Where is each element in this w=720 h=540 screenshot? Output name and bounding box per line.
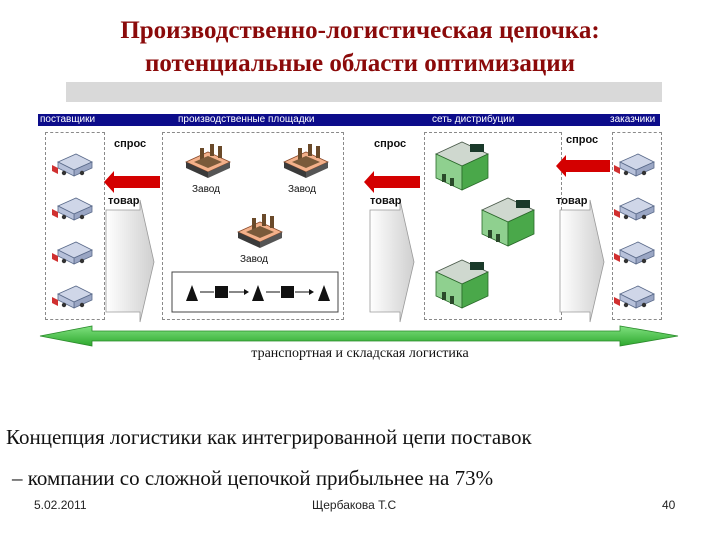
goods-arrow-1 xyxy=(105,199,155,323)
factory-icon xyxy=(237,213,283,249)
goods-label-2: товар xyxy=(370,195,402,207)
production-zone xyxy=(162,132,344,320)
column-label-customers: заказчики xyxy=(610,114,656,125)
customers-zone xyxy=(612,132,662,320)
demand-arrow-3 xyxy=(556,155,610,177)
demand-label-1: спрос xyxy=(114,138,147,150)
demand-arrow-1 xyxy=(104,171,160,193)
plant-label-2: Завод xyxy=(288,184,316,195)
goods-label-3: товар xyxy=(556,195,588,207)
footer-date: 5.02.2011 xyxy=(34,498,87,512)
logistics-caption: транспортная и складская логистика xyxy=(251,346,469,361)
footer-author: Щербакова Т.С xyxy=(312,498,397,512)
warehouse-icon xyxy=(481,197,535,247)
plant-label-3: Завод xyxy=(240,254,268,265)
demand-label-2: спрос xyxy=(374,138,407,150)
plant-label-1: Завод xyxy=(192,184,220,195)
truck-icon xyxy=(51,285,93,309)
column-label-production: производственные площадки xyxy=(178,114,315,125)
demand-arrow-2 xyxy=(364,171,420,193)
goods-label-1: товар xyxy=(108,195,140,207)
logistics-double-arrow xyxy=(39,325,679,347)
truck-icon xyxy=(613,153,655,177)
factory-icon xyxy=(283,143,329,179)
warehouse-icon xyxy=(435,141,489,191)
column-label-distribution: сеть дистрибуции xyxy=(432,114,515,125)
demand-label-3: спрос xyxy=(566,134,599,146)
truck-icon xyxy=(613,285,655,309)
factory-icon xyxy=(185,143,231,179)
warehouse-icon xyxy=(435,259,489,309)
goods-arrow-3 xyxy=(559,199,605,323)
column-header-bar xyxy=(38,114,660,126)
truck-icon xyxy=(613,197,655,221)
truck-icon xyxy=(51,153,93,177)
column-label-suppliers: поставщики xyxy=(40,114,96,125)
concept-statement: Концепция логистики как интегрированной … xyxy=(6,425,532,449)
truck-icon xyxy=(51,241,93,265)
truck-icon xyxy=(51,197,93,221)
truck-icon xyxy=(613,241,655,265)
footer-page-number: 40 xyxy=(662,498,676,512)
suppliers-zone xyxy=(45,132,105,320)
title-underline-bar xyxy=(66,82,662,102)
slide-title-line-1: Производственно-логистическая цепочка: xyxy=(120,17,600,44)
process-flow-box xyxy=(171,271,339,313)
slide-title-line-2: потенциальные области оптимизации xyxy=(144,50,576,77)
profitability-claim: – компании со сложной цепочкой прибыльне… xyxy=(12,466,494,490)
goods-arrow-2 xyxy=(369,199,415,323)
